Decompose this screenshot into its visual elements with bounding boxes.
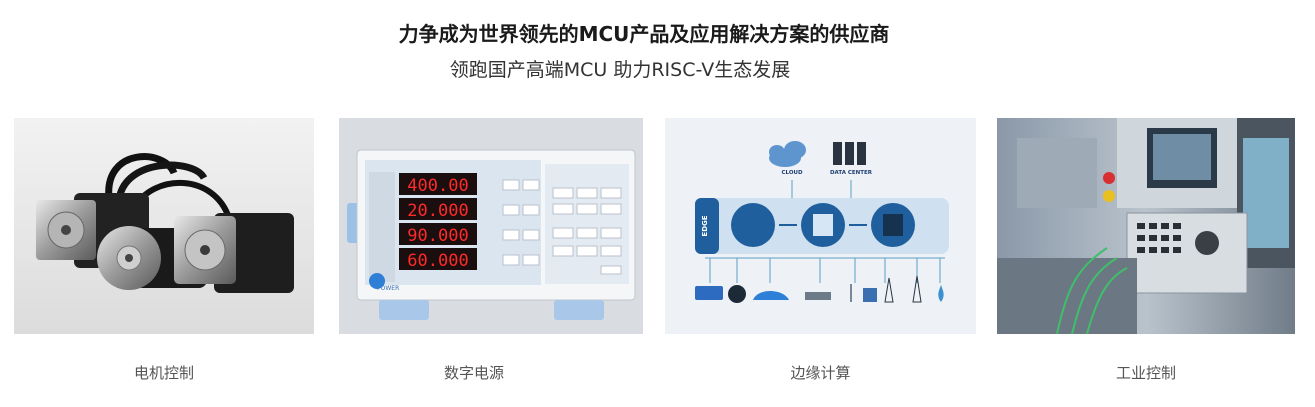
page-title: 力争成为世界领先的MCU产品及应用解决方案的供应商	[398, 22, 890, 46]
page-subtitle: 领跑国产高端MCU 助力RISC-V生态发展	[449, 59, 791, 81]
servo-motors-illustration	[14, 118, 314, 334]
display-reading-2: 20.000	[407, 201, 468, 221]
power-meter-illustration: 400.00 20.000 90.000 60.000 POWER	[339, 118, 643, 334]
display-reading-1: 400.00	[407, 176, 468, 196]
caption-industrial-control[interactable]: 工业控制	[1115, 364, 1176, 382]
edge-label: EDGE	[701, 215, 709, 236]
industrial-control-image[interactable]	[997, 118, 1295, 334]
caption-motor-control[interactable]: 电机控制	[133, 364, 194, 382]
edge-computing-diagram: CLOUD DATA CENTER EDGE	[665, 118, 976, 334]
edge-computing-image[interactable]: CLOUD DATA CENTER EDGE	[665, 118, 976, 334]
caption-digital-power[interactable]: 数字电源	[443, 364, 504, 382]
datacenter-label: DATA CENTER	[830, 170, 873, 176]
display-reading-3: 90.000	[407, 226, 468, 246]
cloud-label: CLOUD	[781, 170, 802, 176]
caption-edge-computing[interactable]: 边缘计算	[790, 364, 851, 382]
cloud-icon	[769, 141, 806, 167]
motor-control-image[interactable]	[14, 118, 314, 334]
server-rack-icon	[833, 142, 866, 165]
display-reading-4: 60.000	[407, 251, 468, 271]
power-label: POWER	[377, 285, 399, 292]
digital-power-image[interactable]: 400.00 20.000 90.000 60.000 POWER	[339, 118, 643, 334]
industrial-panel-illustration	[997, 118, 1295, 334]
